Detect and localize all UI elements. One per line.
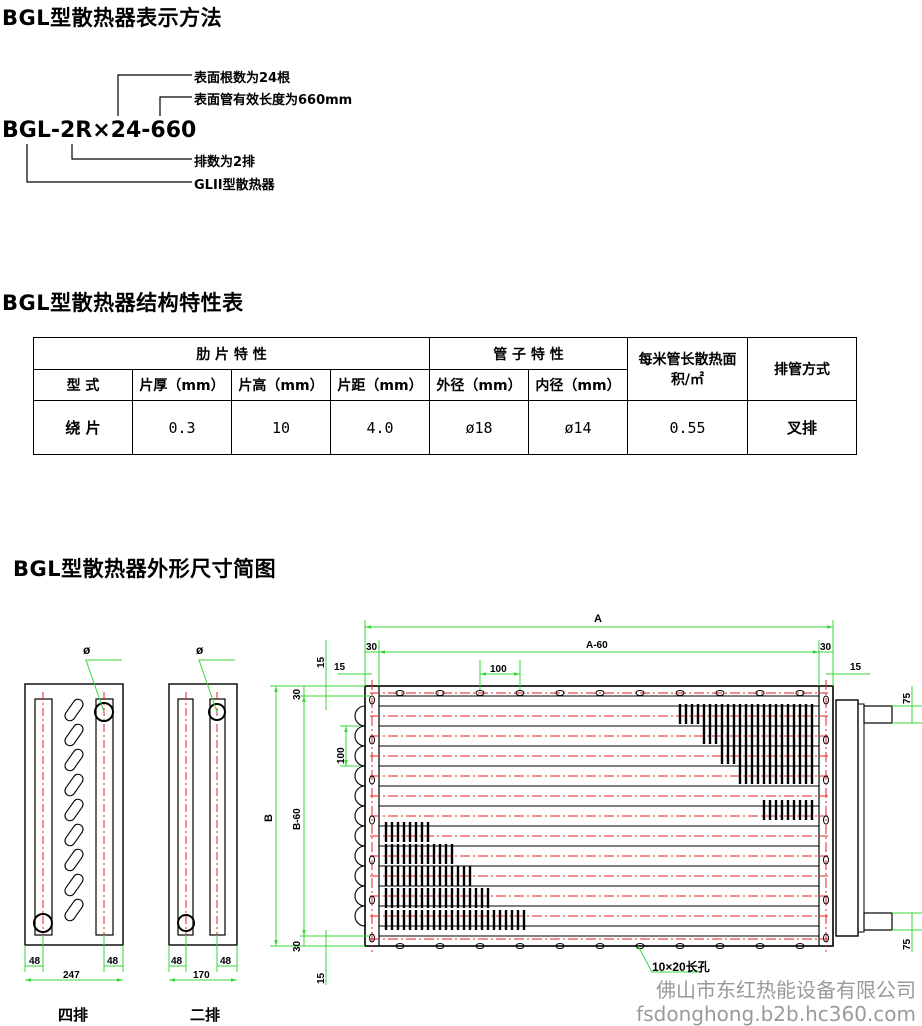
- cell-outer-diameter: ø18: [429, 400, 529, 455]
- front-view: [270, 620, 922, 985]
- dim-48-right-two: 48: [220, 956, 232, 967]
- note-row-count: 排数为2排: [194, 155, 256, 170]
- dim-75-bottom: 75: [902, 938, 913, 950]
- cell-area: 0.55: [627, 400, 748, 455]
- note-type: GLII型散热器: [194, 178, 275, 193]
- cell-arrangement: 叉排: [747, 400, 857, 455]
- header-type: 型 式: [33, 369, 133, 401]
- diameter-label-four: ø: [83, 643, 91, 657]
- dim-A: A: [594, 613, 602, 625]
- dim-48-left-four: 48: [29, 956, 41, 967]
- cell-type: 绕 片: [33, 400, 133, 455]
- outline-dimension-drawing: ø 48 247 48 四排 ø 48 170 48 二排: [24, 613, 922, 1024]
- dim-100-top: 100: [490, 664, 507, 675]
- dim-48-left-two: 48: [171, 956, 183, 967]
- dim-15-top-right: 15: [850, 662, 862, 673]
- dim-15-left-top: 15: [316, 656, 327, 668]
- side-view-two-row: [168, 659, 238, 982]
- cell-inner-diameter: ø14: [528, 400, 628, 455]
- dim-48-right-four: 48: [107, 956, 119, 967]
- title-structure-table: BGL型散热器结构特性表: [2, 291, 244, 315]
- dim-75-top: 75: [902, 692, 913, 704]
- note-tube-length: 表面管有效长度为660mm: [194, 93, 353, 108]
- cell-fin-pitch: 4.0: [330, 400, 430, 455]
- dim-30-left-top: 30: [292, 688, 303, 700]
- dim-170: 170: [193, 970, 210, 981]
- header-fin-properties: 肋 片 特 性: [33, 337, 430, 370]
- caption-two-row: 二排: [190, 1006, 220, 1024]
- dim-30-top-right: 30: [820, 642, 832, 653]
- dim-A-60: A-60: [586, 640, 608, 651]
- diameter-label-two: ø: [196, 643, 204, 657]
- watermark-company: 佛山市东红热能设备有限公司: [656, 978, 916, 1002]
- dim-15-top-left: 15: [334, 662, 346, 673]
- model-code-diagram: [26, 74, 192, 183]
- watermark-url: fsdonghong.b2b.hc360.com: [636, 1002, 916, 1026]
- table-row: 绕 片 0.3 10 4.0 ø18 ø14 0.55 叉排: [33, 400, 857, 455]
- dim-247: 247: [63, 970, 80, 981]
- dim-100-side: 100: [336, 747, 347, 764]
- cell-fin-thickness: 0.3: [132, 400, 232, 455]
- hole-note: 10×20长孔: [652, 959, 710, 974]
- dim-B-60: B-60: [292, 808, 303, 830]
- header-arrangement: 排管方式: [747, 337, 857, 401]
- title-outline-drawing: BGL型散热器外形尺寸简图: [13, 557, 277, 581]
- dim-30-left-bottom: 30: [292, 940, 303, 952]
- note-tube-count: 表面根数为24根: [194, 71, 291, 86]
- header-tube-properties: 管 子 特 性: [429, 337, 628, 370]
- structure-spec-table: 肋 片 特 性 管 子 特 性 每米管长散热面积/㎡ 排管方式 型 式 片厚（m…: [33, 337, 857, 455]
- header-fin-pitch: 片距（mm）: [330, 369, 430, 401]
- header-area-per-meter: 每米管长散热面积/㎡: [627, 337, 748, 401]
- dim-15-left-bottom: 15: [316, 972, 327, 984]
- caption-four-row: 四排: [58, 1006, 88, 1024]
- header-inner-diameter: 内径（mm）: [528, 369, 628, 401]
- header-outer-diameter: 外径（mm）: [429, 369, 529, 401]
- title-representation: BGL型散热器表示方法: [2, 6, 223, 30]
- model-code: BGL-2R×24-660: [2, 118, 197, 143]
- header-fin-height: 片高（mm）: [231, 369, 331, 401]
- dim-30-top-left: 30: [366, 642, 378, 653]
- cell-fin-height: 10: [231, 400, 331, 455]
- dim-B: B: [263, 814, 275, 822]
- side-view-four-row: [24, 659, 124, 982]
- header-fin-thickness: 片厚（mm）: [132, 369, 232, 401]
